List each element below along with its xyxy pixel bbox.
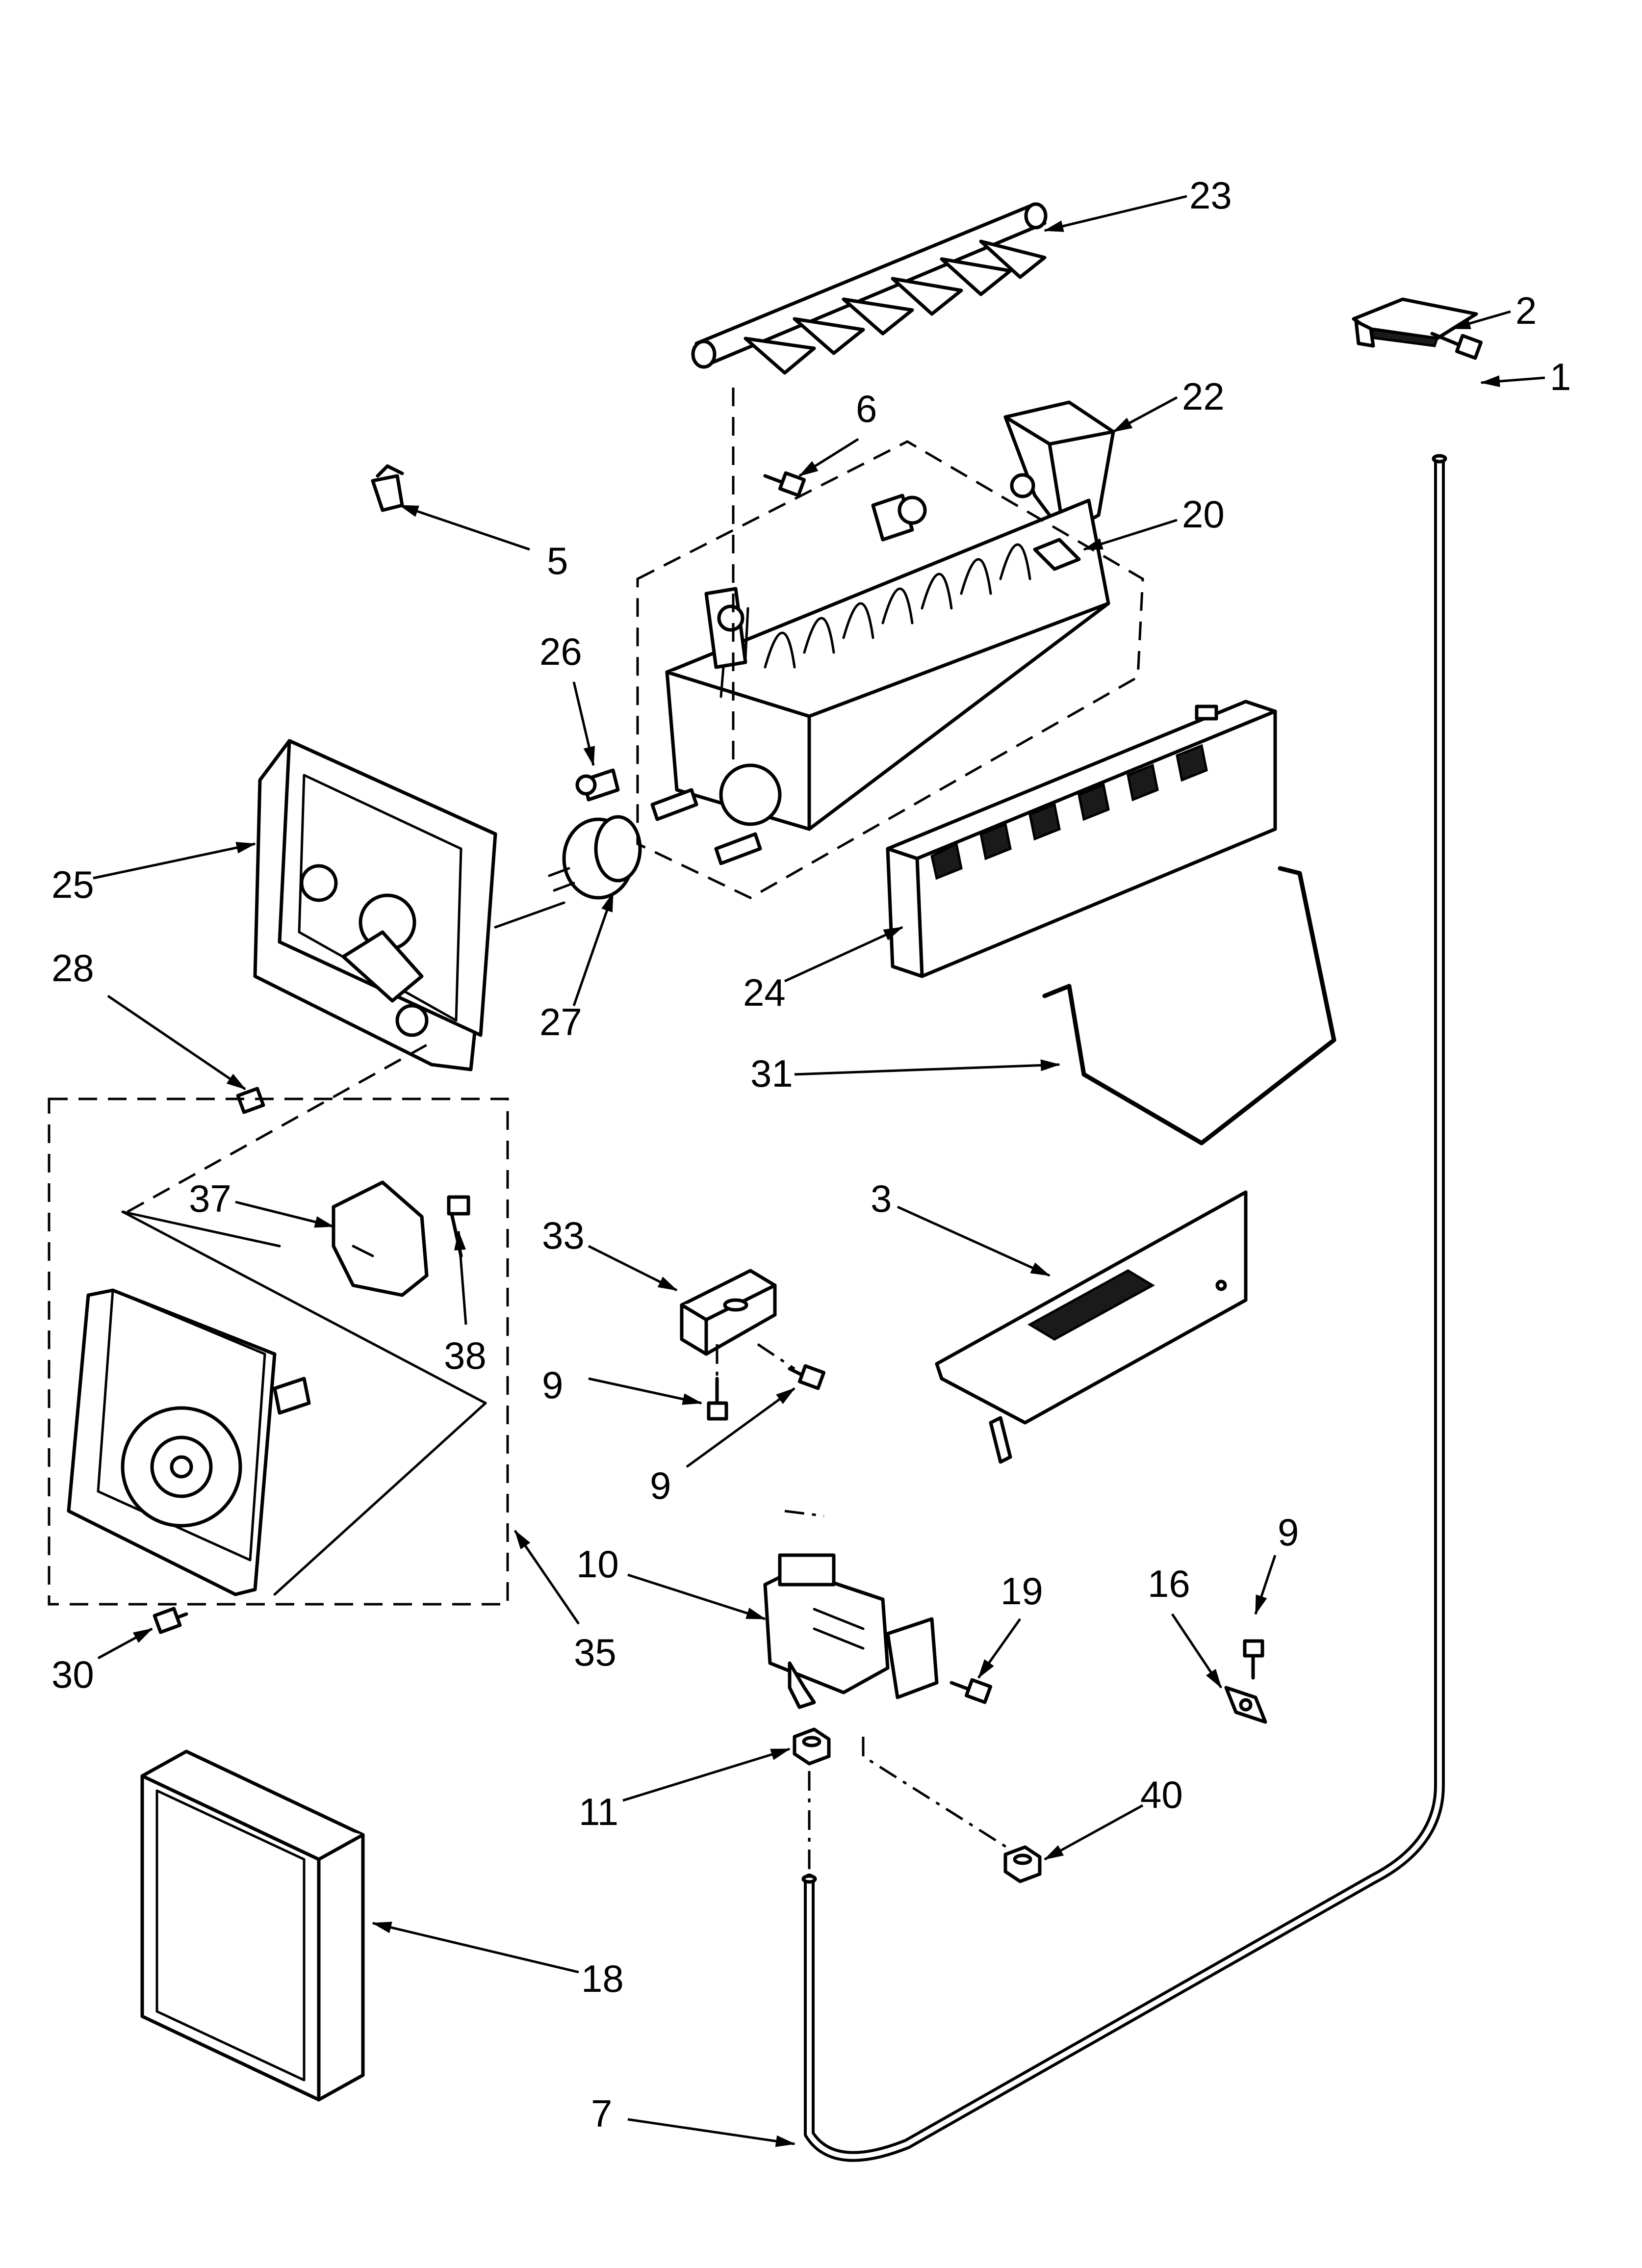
part-thermostat-clip	[575, 768, 620, 802]
callout-10: 10	[576, 1542, 619, 1586]
part-water-valve	[763, 1553, 939, 1709]
callout-6: 6	[856, 387, 877, 430]
callout-28: 28	[51, 946, 94, 990]
part-valve-bracket	[680, 1269, 777, 1356]
leader-9b	[686, 1387, 795, 1468]
leader-18	[372, 1922, 579, 1974]
leader-26	[572, 681, 595, 766]
part-ice-mold	[650, 494, 1110, 865]
leader-24	[784, 926, 903, 983]
leader-lines	[93, 195, 1545, 2147]
callout-1: 1	[1550, 355, 1571, 398]
leader-20	[1083, 519, 1178, 551]
callout-19: 19	[1001, 1569, 1043, 1613]
callout-labels: 23 2 1 22 6 20 5 26 25 27 24 28 31 37 38…	[51, 174, 1571, 2135]
callout-20: 20	[1182, 493, 1225, 536]
leader-27	[572, 892, 615, 1006]
leader-38	[454, 1230, 467, 1325]
callout-31: 31	[750, 1052, 793, 1095]
leader-7	[627, 2118, 795, 2147]
leader-1	[1480, 375, 1545, 388]
part-mounting-plate	[935, 1190, 1248, 1464]
callout-16: 16	[1148, 1562, 1190, 1605]
part-water-tube	[801, 454, 1447, 2162]
part-screw-9a	[707, 1377, 728, 1421]
callout-35: 35	[574, 1631, 616, 1674]
part-screw-1	[1430, 332, 1483, 360]
leader-28	[107, 994, 246, 1091]
callout-33: 33	[542, 1214, 585, 1257]
callout-2: 2	[1515, 289, 1537, 332]
callout-5: 5	[547, 539, 568, 582]
leader-11	[622, 1747, 791, 1802]
part-screw-38	[447, 1195, 470, 1258]
leader-25	[93, 842, 256, 880]
leader-23	[1044, 195, 1187, 232]
callout-27: 27	[539, 1000, 582, 1043]
part-housing	[253, 739, 565, 1071]
part-motor	[332, 1180, 429, 1297]
part-screw-28	[236, 1087, 265, 1114]
leader-31	[794, 1059, 1060, 1076]
callout-11: 11	[579, 1790, 618, 1833]
part-ejector-shaft	[691, 202, 1048, 375]
leader-6	[798, 438, 859, 477]
part-bracket	[1352, 297, 1478, 348]
callout-3: 3	[871, 1177, 892, 1220]
leader-30	[97, 1627, 153, 1660]
leader-9a	[588, 1377, 702, 1405]
part-clip	[371, 464, 404, 512]
leader-33	[588, 1245, 678, 1292]
callout-9a: 9	[542, 1363, 563, 1407]
callout-7: 7	[591, 2092, 612, 2135]
part-thermostat	[548, 815, 642, 900]
callout-23: 23	[1189, 174, 1232, 217]
callout-22: 22	[1182, 375, 1225, 418]
callout-40: 40	[1140, 1773, 1183, 1816]
assembly-lines	[48, 388, 1144, 1869]
part-clamp	[1224, 1686, 1267, 1724]
leader-19	[977, 1618, 1022, 1679]
part-screw-30	[153, 1607, 188, 1634]
callout-9b: 9	[650, 1464, 671, 1507]
leader-3	[897, 1205, 1051, 1277]
callout-25: 25	[51, 863, 94, 906]
leader-40	[1044, 1804, 1144, 1861]
leader-9c	[1254, 1555, 1277, 1615]
leader-22	[1112, 396, 1178, 433]
leader-5	[399, 504, 530, 551]
part-screw-6	[763, 471, 806, 497]
part-screw-9b	[788, 1364, 826, 1390]
leader-10	[627, 1573, 766, 1620]
part-nut-11	[793, 1727, 831, 1766]
callout-30: 30	[51, 1653, 94, 1696]
callout-9c: 9	[1278, 1511, 1299, 1554]
part-shutoff-arm	[1042, 866, 1336, 1146]
part-fill-cup	[886, 700, 1277, 978]
leader-2	[1451, 310, 1511, 330]
callout-18: 18	[581, 1957, 624, 2000]
part-screw-19	[949, 1678, 993, 1704]
part-control-module	[67, 1288, 311, 1596]
leader-37	[235, 1200, 334, 1228]
callout-24: 24	[743, 971, 786, 1014]
leader-16	[1171, 1613, 1223, 1689]
callout-26: 26	[539, 630, 582, 673]
leader-35	[513, 1530, 580, 1625]
part-nut-40	[1003, 1845, 1042, 1883]
callout-37: 37	[189, 1177, 231, 1220]
part-foam-block	[140, 1749, 365, 2102]
part-screw-9c	[1243, 1639, 1264, 1680]
callout-38: 38	[444, 1334, 487, 1377]
